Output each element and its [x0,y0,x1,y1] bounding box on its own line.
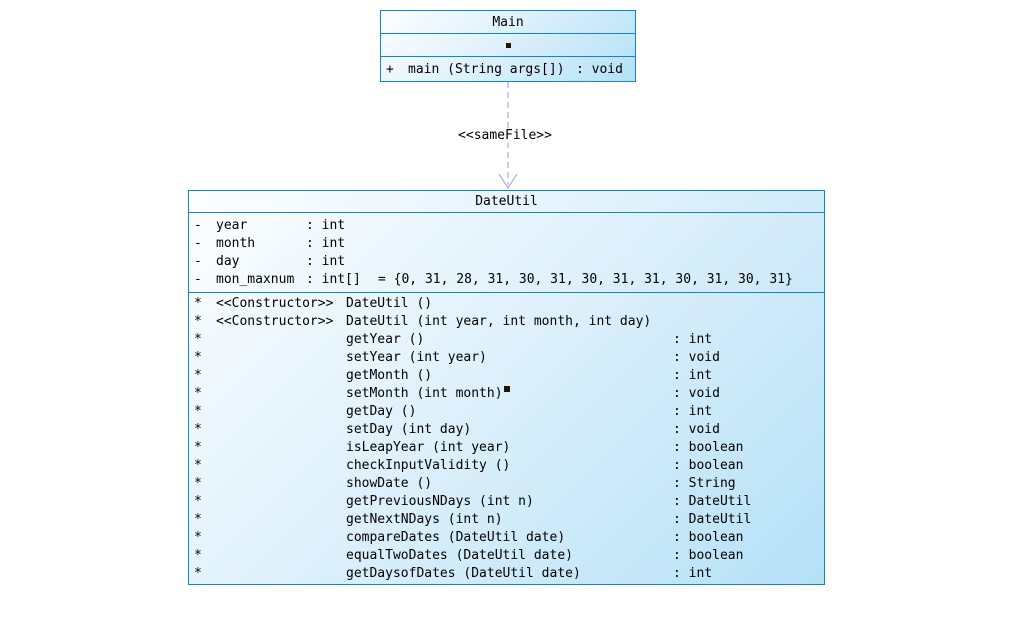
method-signature-cell: getYear () [346,332,425,347]
method-signature-cell: equalTwoDates (DateUtil date) [346,548,573,563]
method-return-cell: : boolean [673,440,744,455]
method-stereotype-cell: <<Constructor>> [216,296,334,311]
field-type-cell: : int [306,236,346,251]
method-row[interactable]: * getPreviousNDays (int n) : DateUtil [189,493,824,511]
dateutil-class-header[interactable]: DateUtil [189,191,824,213]
field-visibility-cell: - [194,236,202,251]
method-signature-cell: getDay () [346,404,417,419]
method-return-cell: : void [673,350,720,365]
field-row[interactable]: - day : int [189,253,824,271]
method-visibility-cell: * [194,458,202,473]
method-visibility-cell: * [194,476,202,491]
method-row[interactable]: * getYear () : int [189,331,824,349]
method-visibility-cell: * [194,494,202,509]
main-class-title: Main [492,14,524,30]
method-signature-cell: getDaysofDates (DateUtil date) [346,566,581,581]
field-visibility-cell: - [194,218,202,233]
method-return-cell: : DateUtil [673,512,752,527]
method-row[interactable]: * setYear (int year) : void [189,349,824,367]
method-return-cell: : boolean [673,458,744,473]
method-signature-cell: getNextNDays (int n) [346,512,503,527]
method-visibility-cell: * [194,350,202,365]
method-visibility-cell: * [194,512,202,527]
field-name-cell: month [216,236,256,251]
method-visibility-cell: * [194,440,202,455]
method-row[interactable]: * showDate () : String [189,475,824,493]
method-signature-cell: showDate () [346,476,433,491]
field-type-cell: : int[] [306,272,361,287]
method-return-cell: : int [673,566,713,581]
method-row[interactable]: * <<Constructor>> DateUtil (int year, in… [189,313,824,331]
field-type-cell: : int [306,254,346,269]
method-signature-cell: setMonth (int month) [346,385,673,403]
method-return-cell: : boolean [673,548,744,563]
field-name-cell: year [216,218,248,233]
method-row[interactable]: * compareDates (DateUtil date) : boolean [189,529,824,547]
method-visibility-cell: + [386,61,394,77]
method-row[interactable]: * equalTwoDates (DateUtil date) : boolea… [189,547,824,565]
field-visibility-cell: - [194,254,202,269]
method-visibility-cell: * [194,548,202,563]
dateutil-methods-section: * <<Constructor>> DateUtil () * <<Constr… [189,293,824,583]
field-visibility-cell: - [194,272,202,287]
text-cursor-marker-icon [503,385,510,392]
method-return-cell: : void [576,61,623,77]
method-signature-cell: DateUtil (int year, int month, int day) [346,314,652,329]
method-return-cell: : DateUtil [673,494,752,509]
method-row[interactable]: * getMonth () : int [189,367,824,385]
dateutil-class-title: DateUtil [475,194,538,209]
main-class-header[interactable]: Main [381,11,635,34]
method-visibility-cell: * [194,422,202,437]
method-signature-cell: getMonth () [346,368,433,383]
method-signature-cell: setYear (int year) [346,350,487,365]
method-return-cell: : String [673,476,736,491]
method-return-cell: : int [673,404,713,419]
field-row[interactable]: - month : int [189,235,824,253]
dateutil-class-box[interactable]: DateUtil - year : int - month : int - da… [188,190,825,585]
method-visibility-cell: * [194,566,202,581]
method-visibility-cell: * [194,296,202,311]
field-type-cell: : int [306,218,346,233]
method-visibility-cell: * [194,404,202,419]
method-row[interactable]: * getNextNDays (int n) : DateUtil [189,511,824,529]
method-signature-cell: main (String args[]) [408,61,565,77]
method-row[interactable]: * checkInputValidity () : boolean [189,457,824,475]
method-signature-cell: compareDates (DateUtil date) [346,530,566,545]
method-return-cell: : int [673,332,713,347]
method-row[interactable]: * isLeapYear (int year) : boolean [189,439,824,457]
method-stereotype-cell: <<Constructor>> [216,314,334,329]
method-visibility-cell: * [194,530,202,545]
main-method-row[interactable]: + main (String args[]) : void [381,57,635,81]
method-row[interactable]: * getDaysofDates (DateUtil date) : int [189,565,824,583]
method-signature-cell: isLeapYear (int year) [346,440,511,455]
method-row[interactable]: * <<Constructor>> DateUtil () [189,295,824,313]
field-initial-value-cell: = {0, 31, 28, 31, 30, 31, 30, 31, 31, 30… [378,272,793,287]
field-name-cell: mon_maxnum [216,272,295,287]
method-row[interactable]: * getDay () : int [189,403,824,421]
method-row[interactable]: * setMonth (int month) : void [189,385,824,403]
method-signature-cell: getPreviousNDays (int n) [346,494,534,509]
open-arrowhead-icon [498,173,518,189]
method-return-cell: : void [673,386,720,401]
method-visibility-cell: * [194,368,202,383]
method-signature-cell: checkInputValidity () [346,458,511,473]
field-row[interactable]: - mon_maxnum : int[] = {0, 31, 28, 31, 3… [189,271,824,289]
method-return-cell: : boolean [673,530,744,545]
main-class-box[interactable]: Main + main (String args[]) : void [380,10,636,82]
dateutil-fields-section: - year : int - month : int - day : int -… [189,213,824,293]
method-signature-cell: DateUtil () [346,296,433,311]
field-row[interactable]: - year : int [189,217,824,235]
method-signature-cell: setDay (int day) [346,422,472,437]
method-visibility-cell: * [194,332,202,347]
method-row[interactable]: * setDay (int day) : void [189,421,824,439]
main-class-attributes-section[interactable] [381,34,635,57]
method-return-cell: : int [673,368,713,383]
method-visibility-cell: * [194,314,202,329]
connector-stereotype-label[interactable]: <<sameFile>> [456,128,554,143]
field-name-cell: day [216,254,240,269]
method-return-cell: : void [673,422,720,437]
method-visibility-cell: * [194,386,202,401]
selection-marker-icon [505,42,511,48]
